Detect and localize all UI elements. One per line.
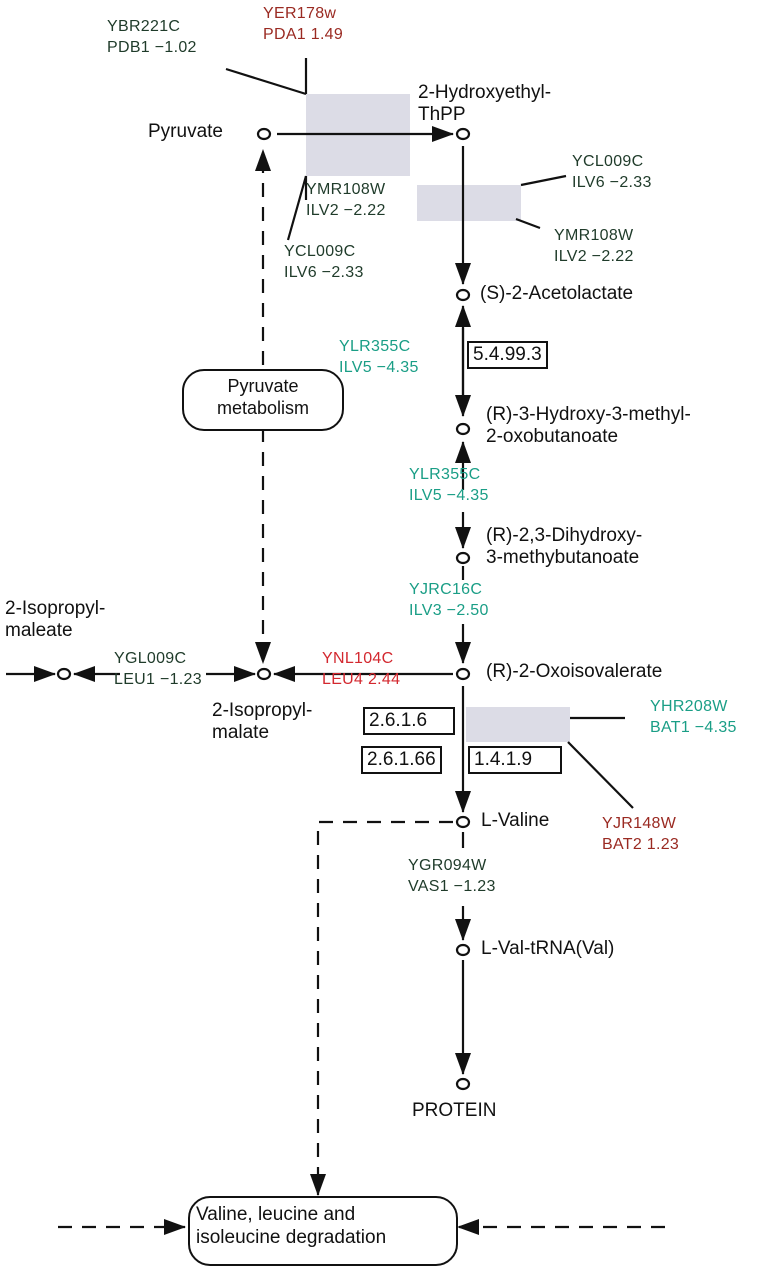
metabolite-line: 2-Hydroxyethyl- (418, 82, 552, 103)
leader-ycl009c-b (520, 174, 567, 187)
metabolite-hydroxyethyl-thpp: 2-Hydroxyethyl- ThPP (418, 82, 551, 126)
ec-1-4-1-9[interactable]: 1.4.1.9 (468, 746, 562, 774)
gene-id: YHR208W (650, 698, 728, 715)
node-valtrna (455, 943, 471, 957)
metabolite-line: maleate (5, 619, 73, 641)
ec-2-6-1-6[interactable]: 2.6.1.6 (363, 707, 455, 735)
gene-id: YBR221C (107, 18, 181, 35)
metabolite-hydroxy-methyl-oxobutanoate: (R)-3-Hydroxy-3-methyl- 2-oxobutanoate (486, 404, 691, 448)
gene-id: YCL009C (284, 243, 356, 260)
metabolite-line: 2-oxobutanoate (486, 425, 619, 447)
gene-expression: BAT2 1.23 (602, 835, 680, 853)
pathway-line: Pyruvate (227, 376, 299, 396)
pathway-line: metabolism (216, 397, 310, 418)
metabolite-acetolactate: (S)-2-Acetolactate (480, 283, 634, 304)
metabolite-isopropylmalate: 2-Isopropyl- malate (212, 700, 312, 744)
node-hydroxy (455, 422, 471, 436)
gene-yer178w: YER178w PDA1 1.49 (263, 4, 343, 46)
gene-id: YJRC16C (409, 581, 483, 598)
node-oxoisovalerate (455, 667, 471, 681)
gene-expression: ILV2 −2.22 (554, 247, 634, 265)
ec-5-4-99-3[interactable]: 5.4.99.3 (467, 341, 548, 369)
gene-ymr108w-a: YMR108W ILV2 −2.22 (306, 180, 386, 222)
metabolite-oxoisovalerate: (R)-2-Oxoisovalerate (486, 661, 663, 682)
leader-ycl009c-a (286, 175, 308, 241)
metabolite-line: (R)-2,3-Dihydroxy- (486, 525, 643, 546)
gene-expression: PDB1 −1.02 (107, 38, 197, 56)
gene-id: YMR108W (306, 181, 386, 198)
metabolite-line: 2-Isopropyl- (5, 598, 106, 619)
gene-expression: ILV3 −2.50 (409, 601, 489, 619)
enzyme-complex-shade-bat (466, 707, 570, 742)
gene-expression: LEU4 2.44 (322, 670, 401, 688)
gene-id: YJR148W (602, 815, 677, 832)
gene-yhr208w: YHR208W BAT1 −4.35 (650, 697, 737, 739)
metabolite-line: (R)-3-Hydroxy-3-methyl- (486, 404, 691, 425)
node-ipm (256, 667, 272, 681)
gene-ygr094w: YGR094W VAS1 −1.23 (408, 856, 496, 898)
gene-id: YCL009C (572, 153, 644, 170)
gene-yjrc16c: YJRC16C ILV3 −2.50 (409, 580, 489, 622)
gene-expression: ILV5 −4.35 (339, 358, 419, 376)
metabolite-protein: PROTEIN (412, 1100, 497, 1121)
gene-expression: ILV2 −2.22 (306, 201, 386, 219)
metabolite-line: 2-Isopropyl- (212, 700, 313, 721)
metabolite-valine: L-Valine (481, 810, 550, 831)
pathway-line: isoleucine degradation (196, 1226, 387, 1248)
gene-ylr355c-a: YLR355C ILV5 −4.35 (339, 337, 419, 379)
gene-ycl009c-b: YCL009C ILV6 −2.33 (572, 152, 652, 194)
node-protein (455, 1077, 471, 1091)
node-pyruvate (256, 127, 272, 141)
leader-ybr221c (225, 67, 307, 96)
gene-ynl104c: YNL104C LEU4 2.44 (322, 649, 400, 691)
pathway-valine-leucine-isoleucine-degradation[interactable]: Valine, leucine and isoleucine degradati… (188, 1196, 458, 1266)
gene-expression: ILV6 −2.33 (572, 173, 652, 191)
gene-expression: VAS1 −1.23 (408, 877, 496, 895)
gene-ycl009c-a: YCL009C ILV6 −2.33 (284, 242, 364, 284)
pathway-pyruvate-metabolism[interactable]: Pyruvate metabolism (182, 369, 344, 431)
gene-ygl009c: YGL009C LEU1 −1.23 (114, 649, 202, 691)
metabolite-dihydroxy-methylbutanoate: (R)-2,3-Dihydroxy- 3-methybutanoate (486, 525, 642, 569)
gene-expression: PDA1 1.49 (263, 25, 344, 43)
enzyme-complex-shade-ilv (417, 185, 521, 221)
metabolite-val-trna: L-Val-tRNA(Val) (481, 938, 615, 959)
pathway-line: Valine, leucine and (196, 1204, 356, 1225)
node-ipmaleate (56, 667, 72, 681)
gene-ylr355c-b: YLR355C ILV5 −4.35 (409, 465, 489, 507)
metabolite-isopropylmaleate: 2-Isopropyl- maleate (5, 598, 105, 642)
gene-id: YNL104C (322, 650, 394, 667)
node-acetolactate (455, 288, 471, 302)
leader-yjr148w (567, 741, 634, 809)
gene-id: YMR108W (554, 227, 634, 244)
node-valine (455, 815, 471, 829)
gene-id: YER178w (263, 5, 337, 22)
gene-id: YGR094W (408, 857, 487, 874)
gene-id: YGL009C (114, 650, 187, 667)
metabolite-pyruvate: Pyruvate (148, 121, 223, 142)
gene-yjr148w: YJR148W BAT2 1.23 (602, 814, 679, 856)
gene-ymr108w-b: YMR108W ILV2 −2.22 (554, 226, 634, 268)
node-hethpp (455, 127, 471, 141)
gene-expression: ILV6 −2.33 (284, 263, 364, 281)
metabolite-line: malate (212, 721, 270, 743)
gene-expression: LEU1 −1.23 (114, 670, 202, 688)
ec-2-6-1-66[interactable]: 2.6.1.66 (361, 746, 442, 774)
metabolite-line: 3-methybutanoate (486, 546, 640, 568)
metabolite-line: ThPP (418, 103, 466, 125)
gene-id: YLR355C (409, 466, 481, 483)
leader-ymr108w-b (515, 217, 541, 230)
gene-ybr221c: YBR221C PDB1 −1.02 (107, 17, 197, 59)
gene-expression: ILV5 −4.35 (409, 486, 489, 504)
node-dihydroxy (455, 551, 471, 565)
gene-expression: BAT1 −4.35 (650, 718, 737, 736)
gene-id: YLR355C (339, 338, 411, 355)
